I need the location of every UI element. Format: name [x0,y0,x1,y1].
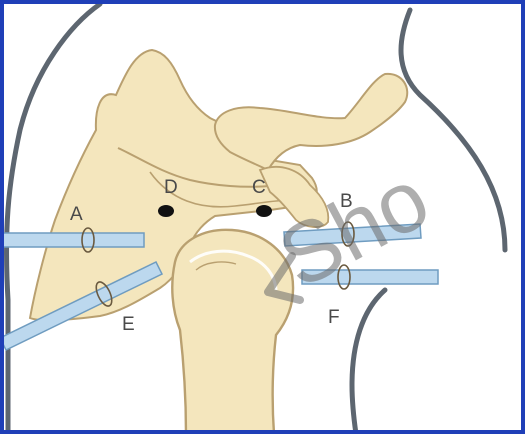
portal-dot-d [158,205,174,217]
portal-dot-c [256,205,272,217]
label-e: E [122,314,135,335]
label-c: C [252,177,266,198]
label-a: A [70,204,83,225]
cannula-a-tube [0,233,144,247]
label-d: D [164,177,178,198]
label-f: F [328,307,340,328]
